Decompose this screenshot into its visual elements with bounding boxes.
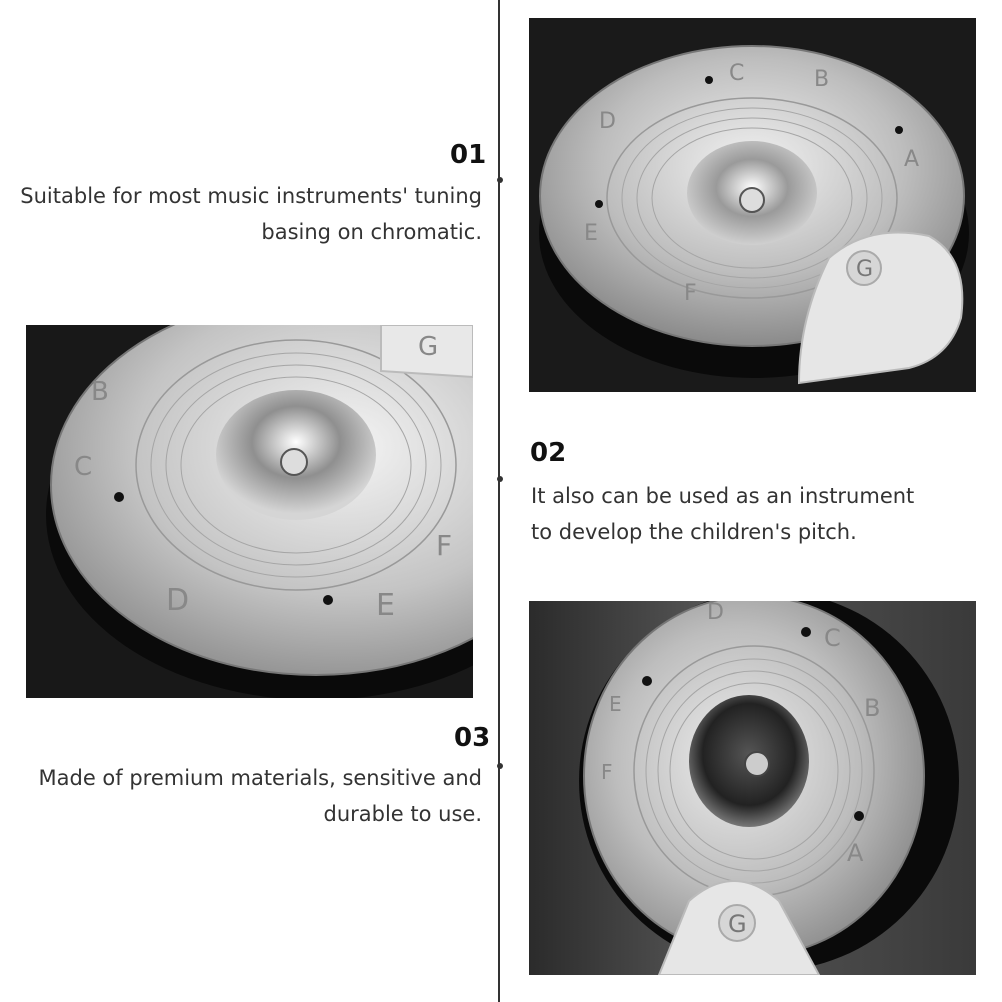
top-disc-label-d: D — [599, 109, 616, 134]
feature-03-line-1: Made of premium materials, sensitive and — [38, 766, 482, 790]
feature-text-03: Made of premium materials, sensitive and… — [0, 760, 482, 832]
feature-text-02: It also can be used as an instrument to … — [531, 478, 991, 550]
bottom-disc-label-b: B — [864, 694, 880, 722]
feature-number-03: 03 — [454, 723, 491, 753]
feature-03-line-2: durable to use. — [323, 802, 482, 826]
bottom-disc-label-c: C — [824, 624, 841, 652]
feature-number-01: 01 — [450, 140, 487, 170]
feature-text-01: Suitable for most music instruments' tun… — [0, 178, 482, 250]
feature-01-line-2: basing on chromatic. — [261, 220, 482, 244]
left-disc-label-b: B — [91, 377, 109, 407]
bottom-disc-label-f: F — [601, 760, 613, 784]
top-disc-label-b: B — [814, 67, 829, 92]
timeline-dot-3 — [497, 763, 503, 769]
timeline-dot-2 — [497, 476, 503, 482]
top-disc-label-c: C — [729, 61, 744, 86]
timeline-line — [498, 0, 500, 1002]
top-disc-label-f: F — [684, 281, 697, 306]
timeline-dot-1 — [497, 177, 503, 183]
bottom-disc-clip-label-g: G — [728, 910, 747, 938]
feature-01-line-1: Suitable for most music instruments' tun… — [20, 184, 482, 208]
feature-02-line-1: It also can be used as an instrument — [531, 484, 915, 508]
product-photo-bottom: D C B A E F G — [529, 601, 976, 975]
left-disc-label-d: D — [166, 583, 189, 618]
bottom-disc-label-e: E — [609, 692, 622, 716]
left-disc-clip-label-g: G — [418, 332, 438, 362]
left-disc-label-e: E — [376, 588, 395, 623]
bottom-disc-label-d: D — [707, 601, 724, 625]
pitch-pipe-disc-top: D C B A E F G — [529, 18, 976, 392]
product-photo-top: D C B A E F G — [529, 18, 976, 392]
top-disc-label-a: A — [904, 147, 919, 172]
bottom-disc-label-a: A — [847, 839, 864, 867]
feature-02-line-2: to develop the children's pitch. — [531, 520, 857, 544]
pitch-pipe-disc-bottom: D C B A E F G — [529, 601, 976, 975]
left-disc-label-c: C — [74, 452, 92, 482]
top-disc-clip-label-g: G — [856, 257, 873, 282]
pitch-pipe-disc-left: B C D E F G — [26, 325, 473, 698]
product-photo-left: B C D E F G — [26, 325, 473, 698]
top-disc-label-e: E — [584, 221, 598, 246]
left-disc-label-f: F — [436, 529, 452, 562]
feature-number-02: 02 — [530, 438, 567, 468]
